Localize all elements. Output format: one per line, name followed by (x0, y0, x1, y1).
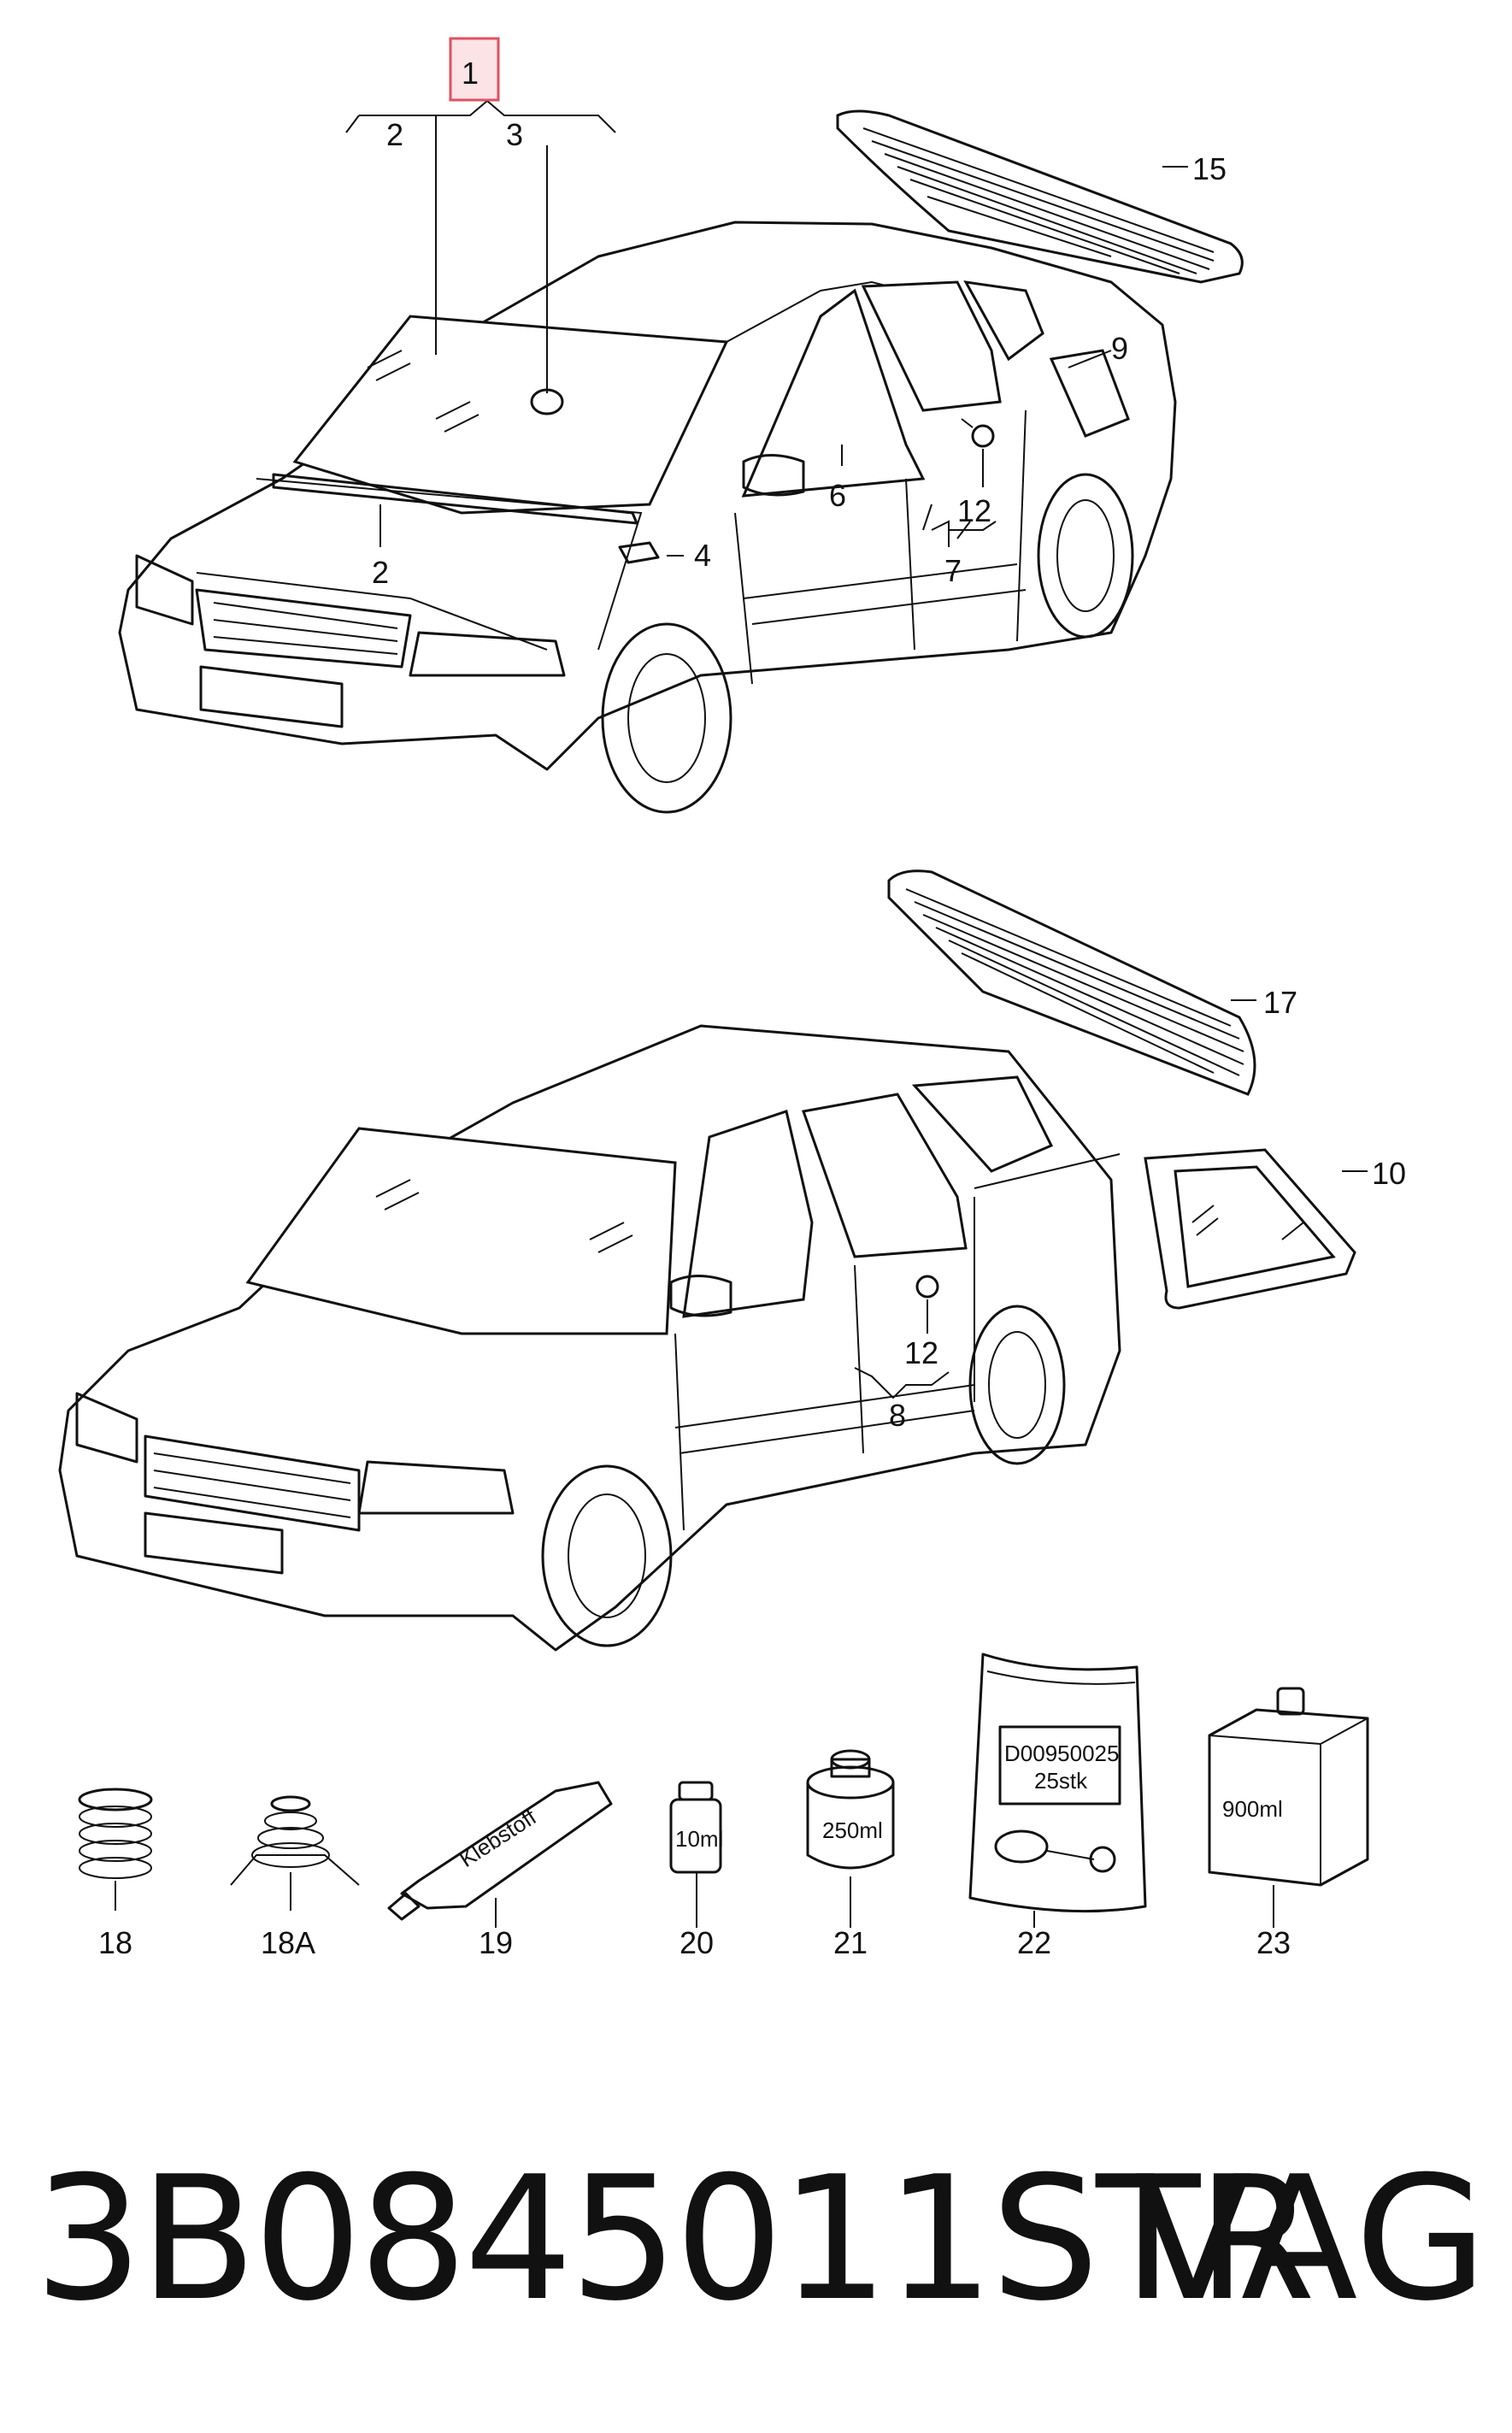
estate-illustration (58, 1024, 1121, 1652)
product-23-bottle: 900ml 23 (1208, 1687, 1369, 1960)
callout-9: 9 (1111, 331, 1128, 366)
rear-glass-17 (887, 869, 1256, 1096)
callout-17: 17 (1263, 985, 1297, 1020)
product-20-label: 10ml (675, 1826, 723, 1852)
products-row: 18 18A Klebstoff 19 10ml 20 (78, 1652, 1369, 1960)
product-18a-number: 18A (261, 1925, 315, 1960)
product-22-label: D00950025 (1004, 1741, 1119, 1766)
product-21-number: 21 (833, 1925, 868, 1960)
quarter-glass-10 (1144, 1148, 1356, 1310)
product-18-spring: 18 (78, 1788, 153, 1960)
callout-labels: 1 2 3 2 4 6 7 9 12 15 17 10 12 8 (372, 56, 1406, 1433)
product-19-tube: Klebstoff 19 (387, 1781, 613, 1960)
product-18a-cone: 18A (230, 1795, 360, 1960)
product-21-label: 250ml (822, 1817, 883, 1843)
leader-lines (345, 99, 1368, 1399)
product-19-number: 19 (479, 1925, 513, 1960)
callout-6: 6 (829, 478, 846, 513)
callout-2-bottom: 2 (372, 555, 389, 590)
callout-12-estate: 12 (904, 1335, 938, 1370)
product-20-bottle: 10ml 20 (669, 1781, 723, 1960)
callout-12-sedan: 12 (957, 493, 991, 528)
callout-8: 8 (889, 1398, 906, 1433)
callout-15: 15 (1192, 151, 1227, 186)
brand: VAG (1134, 2140, 1487, 2339)
highlight-box (449, 37, 500, 102)
product-22-label2: 25stk (1034, 1768, 1088, 1794)
callout-2-top: 2 (386, 117, 403, 152)
product-18-number: 18 (98, 1925, 132, 1960)
product-23-label: 900ml (1222, 1796, 1283, 1822)
product-22-bag: D00950025 25stk 22 (968, 1652, 1147, 1960)
product-22-number: 22 (1017, 1925, 1051, 1960)
callout-4: 4 (694, 538, 711, 573)
callout-10: 10 (1372, 1156, 1406, 1191)
callout-3: 3 (506, 117, 523, 152)
product-21-can: 250ml 21 (806, 1749, 895, 1960)
sedan-illustration (118, 221, 1177, 814)
product-23-number: 23 (1256, 1925, 1291, 1960)
callout-7: 7 (944, 553, 962, 588)
rear-glass-15 (836, 109, 1244, 284)
callout-1: 1 (462, 56, 479, 91)
footer: 3B0845011STR VAG (34, 2129, 1487, 2368)
part-number: 3B0845011STR (34, 2140, 1315, 2339)
product-20-number: 20 (680, 1925, 714, 1960)
